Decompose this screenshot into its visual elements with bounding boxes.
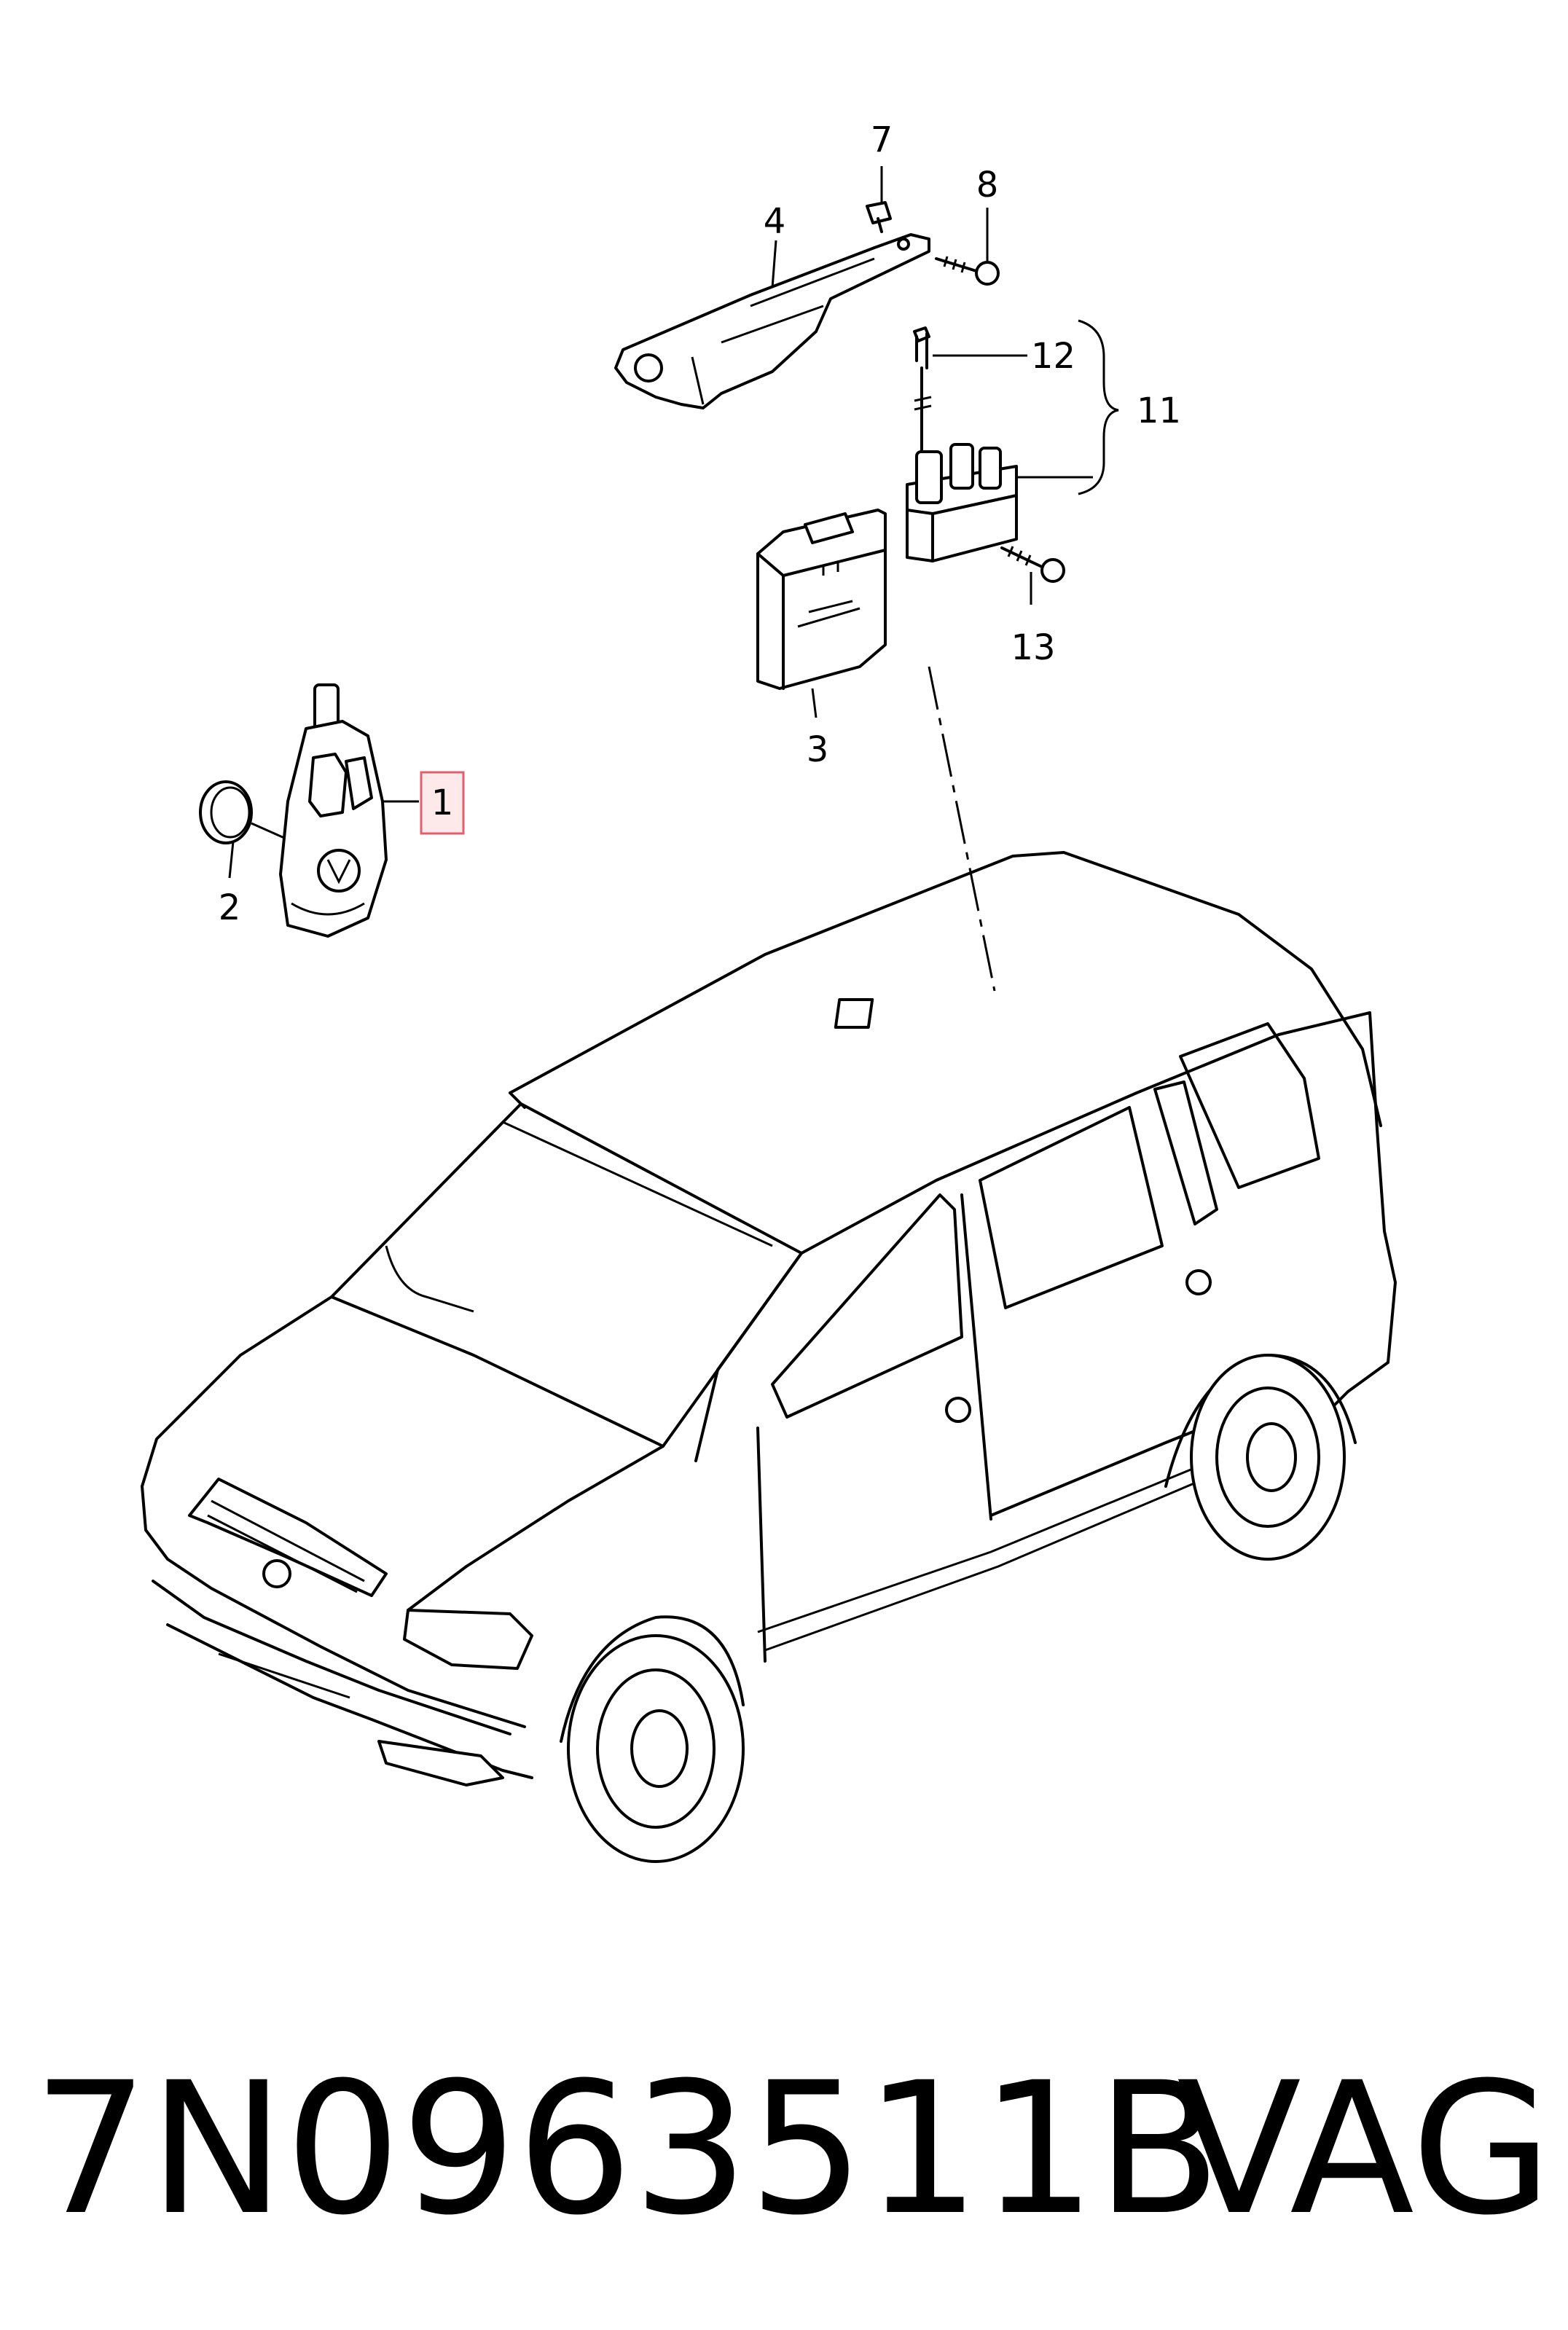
antenna-module-part-11 [906, 326, 1018, 562]
screw-part-13 [1000, 546, 1065, 583]
screw-part-8 [935, 256, 1000, 286]
callout-8: 8 [976, 165, 999, 205]
bracket-part [614, 233, 930, 409]
callout-13-label: 13 [1011, 627, 1055, 668]
callout-1-highlight [420, 771, 465, 835]
callout-3-label: 3 [807, 729, 829, 770]
callout-4-label: 4 [764, 201, 786, 242]
callout-11-label: 11 [1137, 391, 1181, 431]
callout-3: 3 [807, 729, 829, 770]
callout-2-label: 2 [219, 887, 241, 928]
vehicle-illustration [141, 851, 1397, 1863]
callout-13: 13 [1011, 627, 1055, 668]
callout-8-label: 8 [976, 165, 999, 205]
callout-2: 2 [219, 887, 241, 928]
key-fob-part-1 [279, 683, 388, 938]
location-leader [928, 666, 996, 992]
callout-11: 11 [1137, 391, 1181, 431]
callout-1-label: 1 [431, 782, 454, 823]
footer: 7N0963511B VAG [0, 2040, 1568, 2259]
callout-4: 4 [764, 201, 786, 242]
leader-lines [228, 166, 1093, 879]
control-module-part-3 [756, 509, 887, 690]
brand-label: VAG [1177, 2043, 1553, 2255]
battery-part-2 [199, 780, 253, 844]
callout-7-label: 7 [871, 119, 893, 160]
callout-12: 12 [1031, 336, 1075, 377]
callout-7: 7 [871, 119, 893, 160]
callout-1: 1 [420, 771, 465, 835]
part-number: 7N0963511B [33, 2043, 1221, 2255]
callout-12-label: 12 [1031, 336, 1075, 377]
bolt-part-7 [866, 201, 892, 233]
group-brace [1078, 319, 1119, 495]
